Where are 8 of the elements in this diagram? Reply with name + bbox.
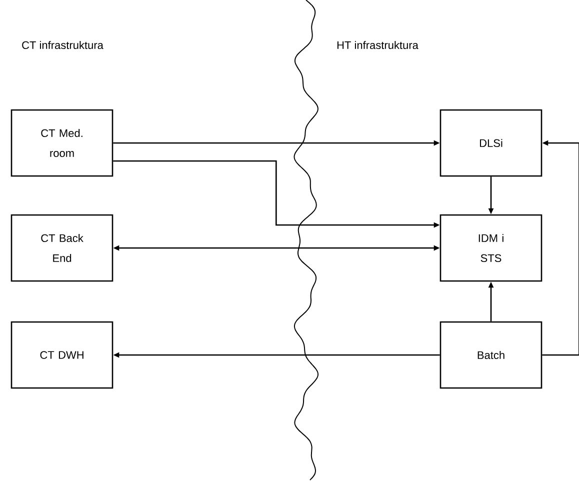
process-box: IDM i STS [440, 214, 542, 282]
process-box: CT Med. room [10, 109, 114, 177]
process-box: CT DWH [10, 321, 114, 389]
process-box: DLSi [440, 109, 542, 177]
process-box: Batch [440, 321, 542, 389]
section-title: CT infrastruktura [22, 40, 104, 50]
section-title: HT infrastruktura [337, 40, 418, 50]
process-box: CT Back End [10, 214, 114, 282]
